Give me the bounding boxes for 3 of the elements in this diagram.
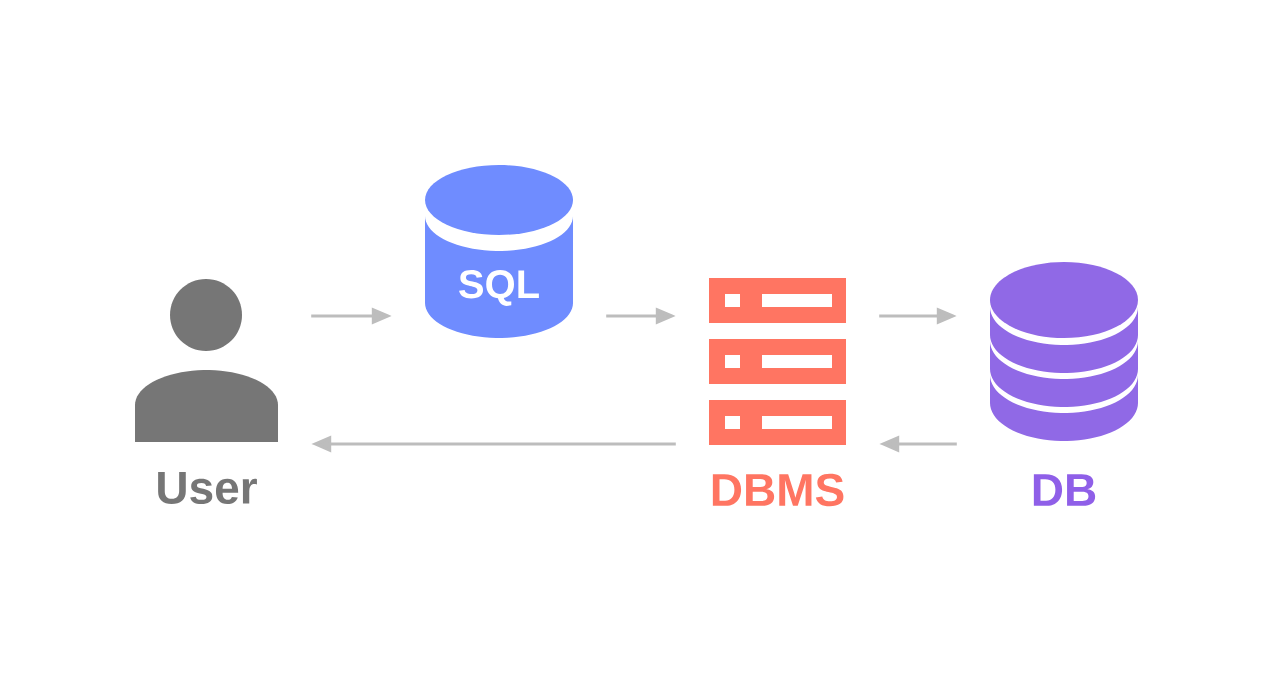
icon-label: User <box>158 471 257 505</box>
icon-label: DB <box>1033 474 1096 506</box>
icon-label: DBMS <box>712 473 844 507</box>
